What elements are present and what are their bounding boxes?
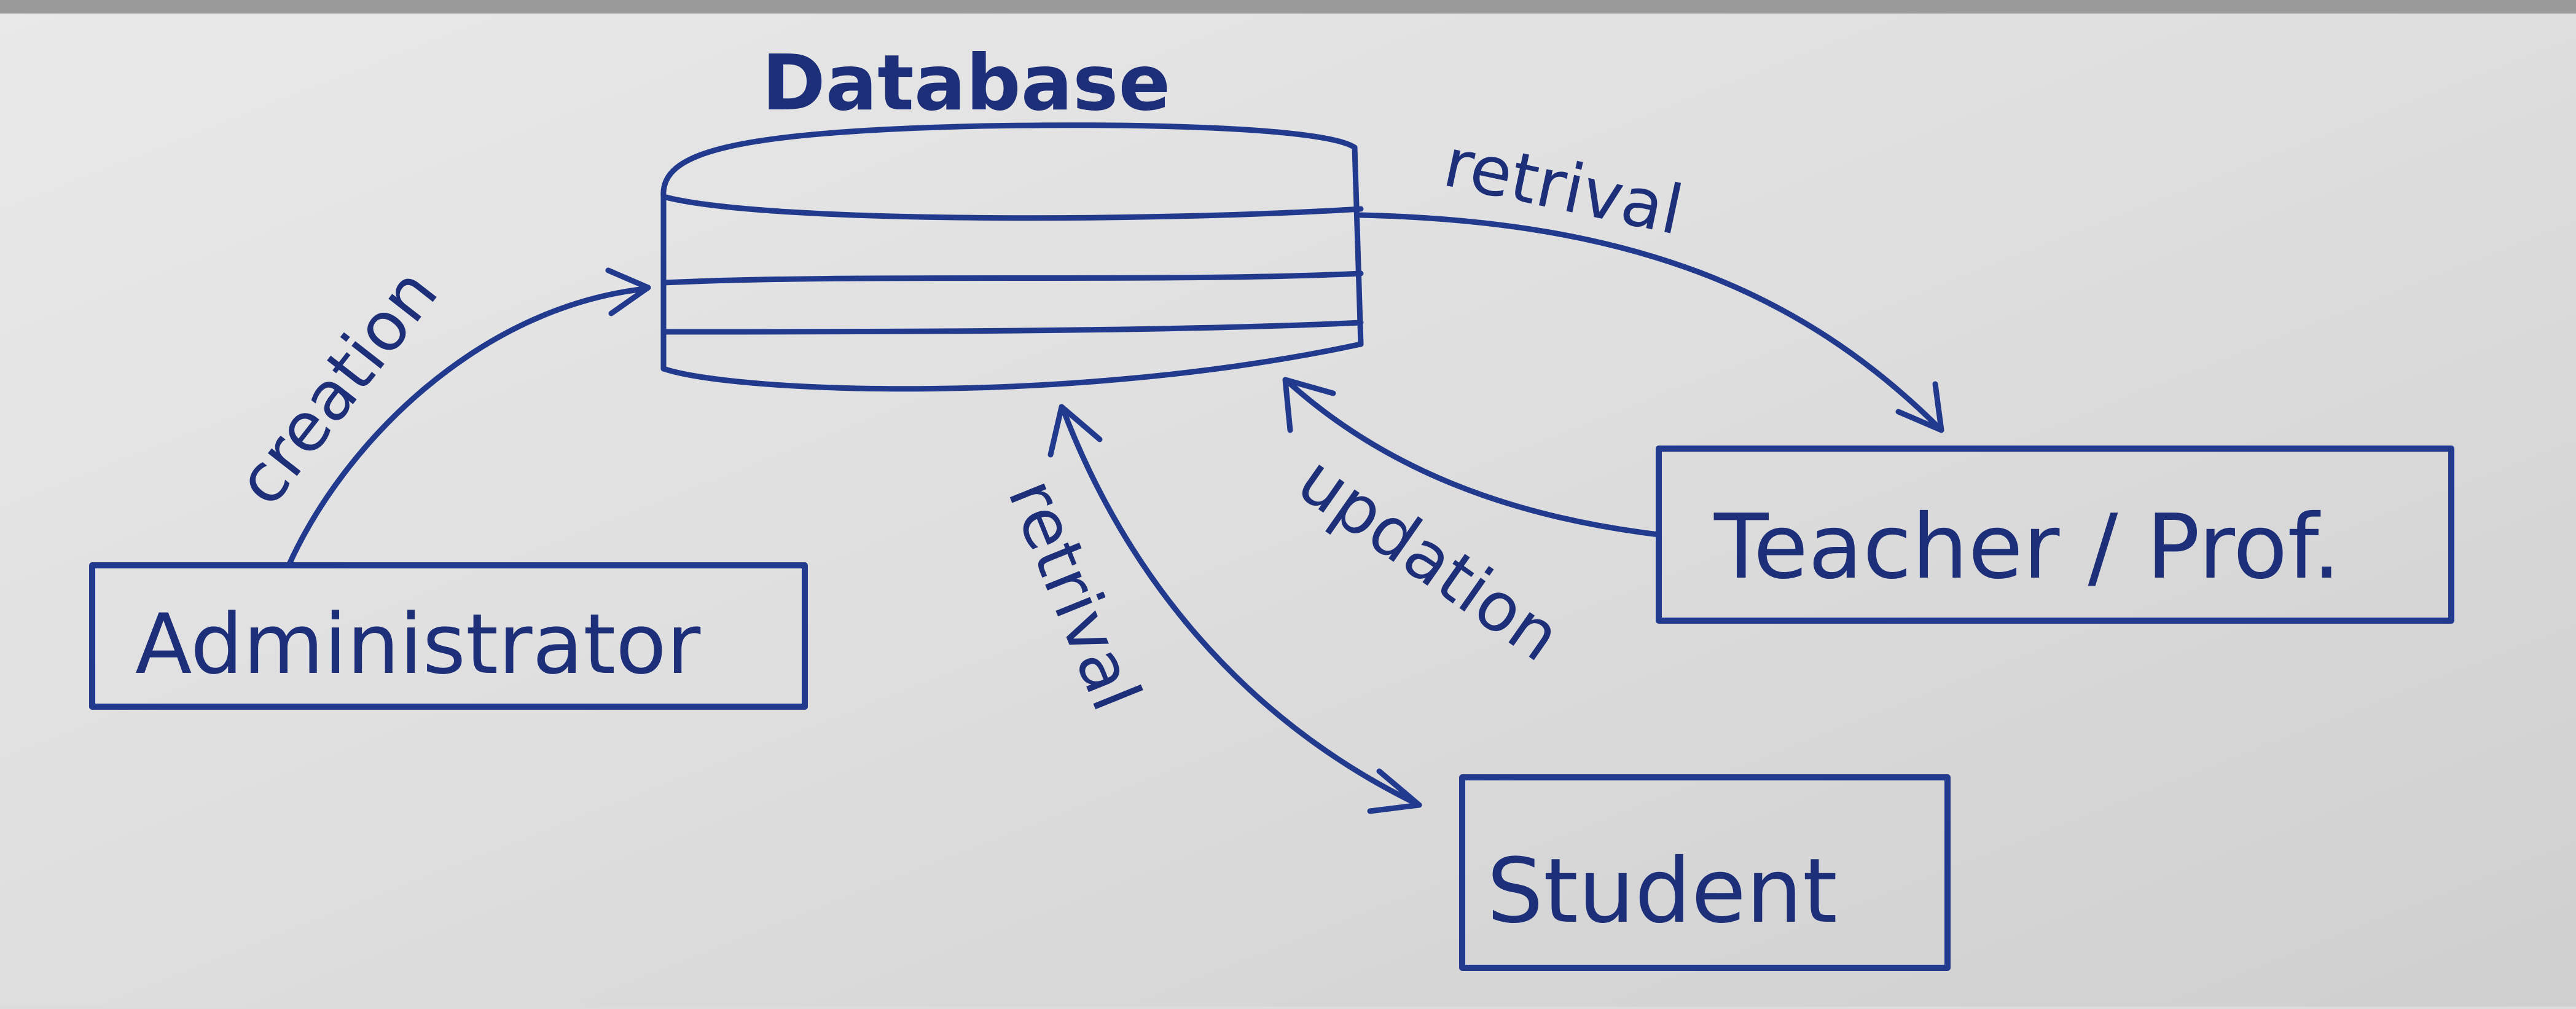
retrieval-teacher-arrow	[1358, 212, 1944, 433]
database-label: Database	[762, 39, 1170, 128]
student-box	[1459, 774, 1951, 971]
student-label: Student	[1487, 839, 1838, 943]
administrator-label: Administrator	[135, 596, 701, 693]
creation-arrow	[286, 267, 651, 568]
administrator-box	[89, 562, 808, 710]
retrieval-student-arrow	[1047, 404, 1422, 814]
updation-arrow	[1282, 377, 1662, 538]
database-cylinder	[660, 122, 1364, 392]
teacher-label: Teacher / Prof.	[1713, 495, 2341, 599]
paper-edge-shadow	[0, 0, 2576, 14]
